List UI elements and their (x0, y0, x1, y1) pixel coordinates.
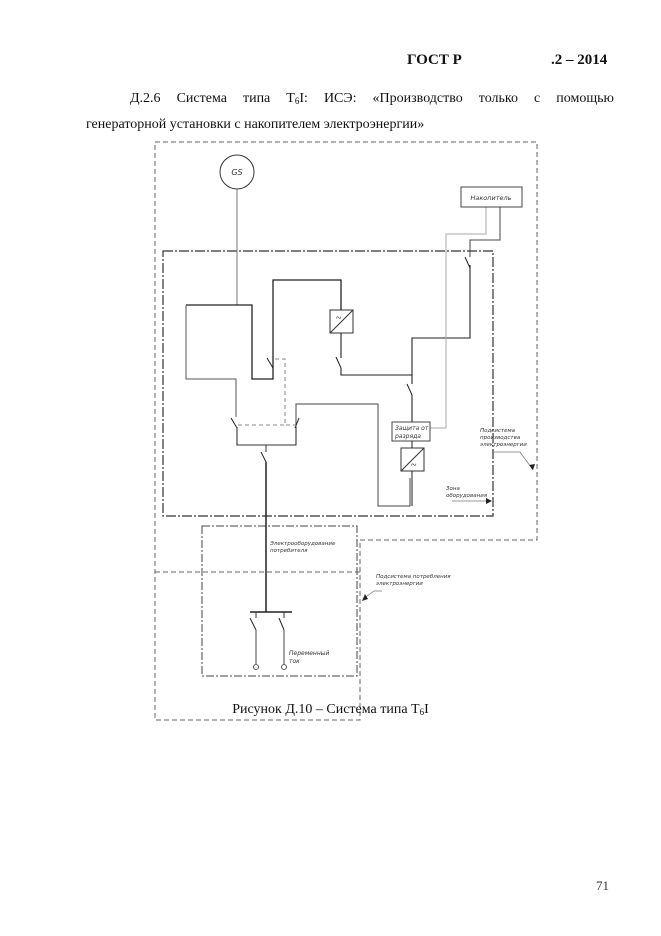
word: только (478, 91, 518, 106)
ac-output-terminal (253, 664, 259, 670)
svg-text:оборудования: оборудования (446, 493, 488, 499)
equipment-zone-boundary (162, 250, 494, 517)
ac-label: Переменный (289, 650, 330, 657)
word: типа (242, 91, 271, 106)
production-subsystem-label: Подсистема (480, 428, 516, 434)
word: ИСЭ: (323, 91, 357, 106)
section-heading: Д.2.6 Система типа T6I: ИСЭ: «Производст… (86, 87, 614, 137)
consumer-equipment-label: Электрооборудование (269, 541, 336, 547)
system-type: T6I: (286, 91, 308, 106)
standard-designation: ГОСТ Р (407, 52, 462, 68)
consumption-subsystem-label: Подсистема потребления (376, 574, 451, 580)
consumer-equipment-boundary (201, 525, 358, 677)
page-number: 71 (596, 878, 609, 893)
svg-text:потребителя: потребителя (270, 548, 308, 554)
word: «Производство (372, 91, 463, 106)
outer-subsystem-boundary (154, 141, 538, 721)
inverter-ac-icon: ~ (336, 313, 342, 324)
svg-text:производства: производства (480, 435, 521, 441)
word: Д.2.6 (130, 91, 161, 106)
standard-number: .2 – 2014 (551, 52, 608, 68)
ac-output-terminal (281, 664, 287, 670)
svg-text:электроэнергии: электроэнергии (376, 581, 423, 587)
svg-text:электроэнергии: электроэнергии (480, 442, 527, 448)
word: с (534, 91, 541, 106)
storage-box (460, 186, 523, 208)
word: помощью (556, 91, 614, 106)
generator-label: GS (231, 168, 242, 177)
storage-label: Накопитель (470, 194, 511, 202)
word: Система (176, 91, 227, 106)
figure-caption: Рисунок Д.10 – Система типа T6I (232, 702, 429, 717)
svg-text:~: ~ (411, 460, 417, 471)
discharge-protection-box (391, 421, 431, 442)
discharge-protection-label: Защита от (395, 425, 429, 432)
svg-text:разряда: разряда (394, 433, 421, 440)
svg-text:ток: ток (289, 658, 300, 665)
section-heading-line2: генераторной установки с накопителем эле… (86, 117, 425, 132)
equipment-zone-label: Зона (446, 486, 460, 492)
